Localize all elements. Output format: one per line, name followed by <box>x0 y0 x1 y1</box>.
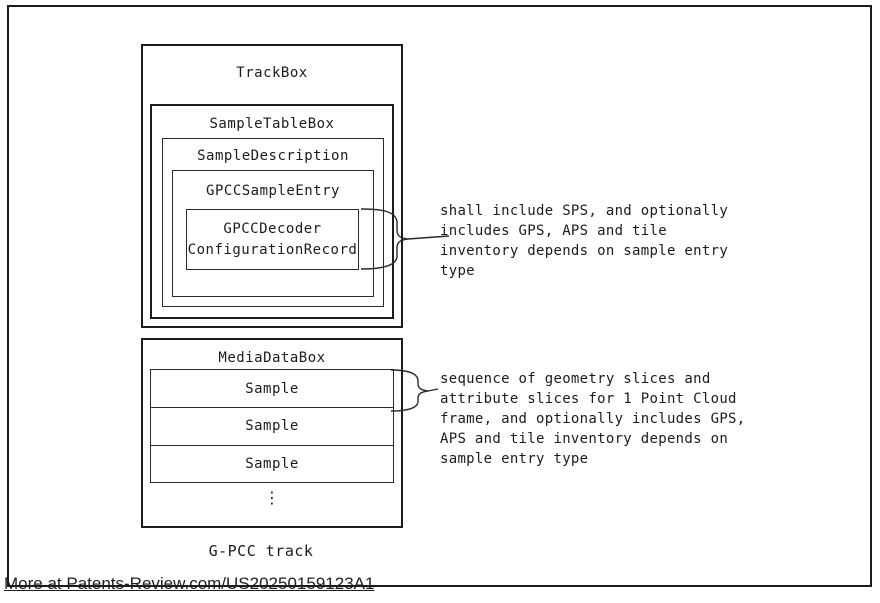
sample-table-box-label: SampleTableBox <box>209 116 335 132</box>
gpcc-track-caption: G-PCC track <box>208 542 314 560</box>
sample-description-label: SampleDescription <box>197 148 349 164</box>
watermark-link[interactable]: More at Patents-Review.com/US20250159123… <box>4 574 375 593</box>
vertical-ellipsis: ⋮ <box>264 488 280 507</box>
gpcc-decoder-configuration-record-label: GPCCDecoder ConfigurationRecord <box>187 220 358 258</box>
sample-entry-note: shall include SPS, and optionally includ… <box>440 203 729 279</box>
sample-list: Sample Sample Sample <box>150 369 394 483</box>
media-data-box: MediaDataBox <box>141 338 403 528</box>
sample-row: Sample <box>151 444 393 482</box>
sample-row: Sample <box>151 407 393 444</box>
media-data-note: sequence of geometry slices and attribut… <box>440 371 746 467</box>
track-box: TrackBox <box>141 44 403 328</box>
media-data-box-label: MediaDataBox <box>218 350 326 366</box>
gpcc-decoder-configuration-record-box: GPCCDecoder ConfigurationRecord <box>186 209 359 270</box>
track-box-label: TrackBox <box>236 65 308 81</box>
gpcc-sample-entry-label: GPCCSampleEntry <box>206 183 340 199</box>
figure-border <box>7 5 872 587</box>
sample-row: Sample <box>245 380 299 397</box>
